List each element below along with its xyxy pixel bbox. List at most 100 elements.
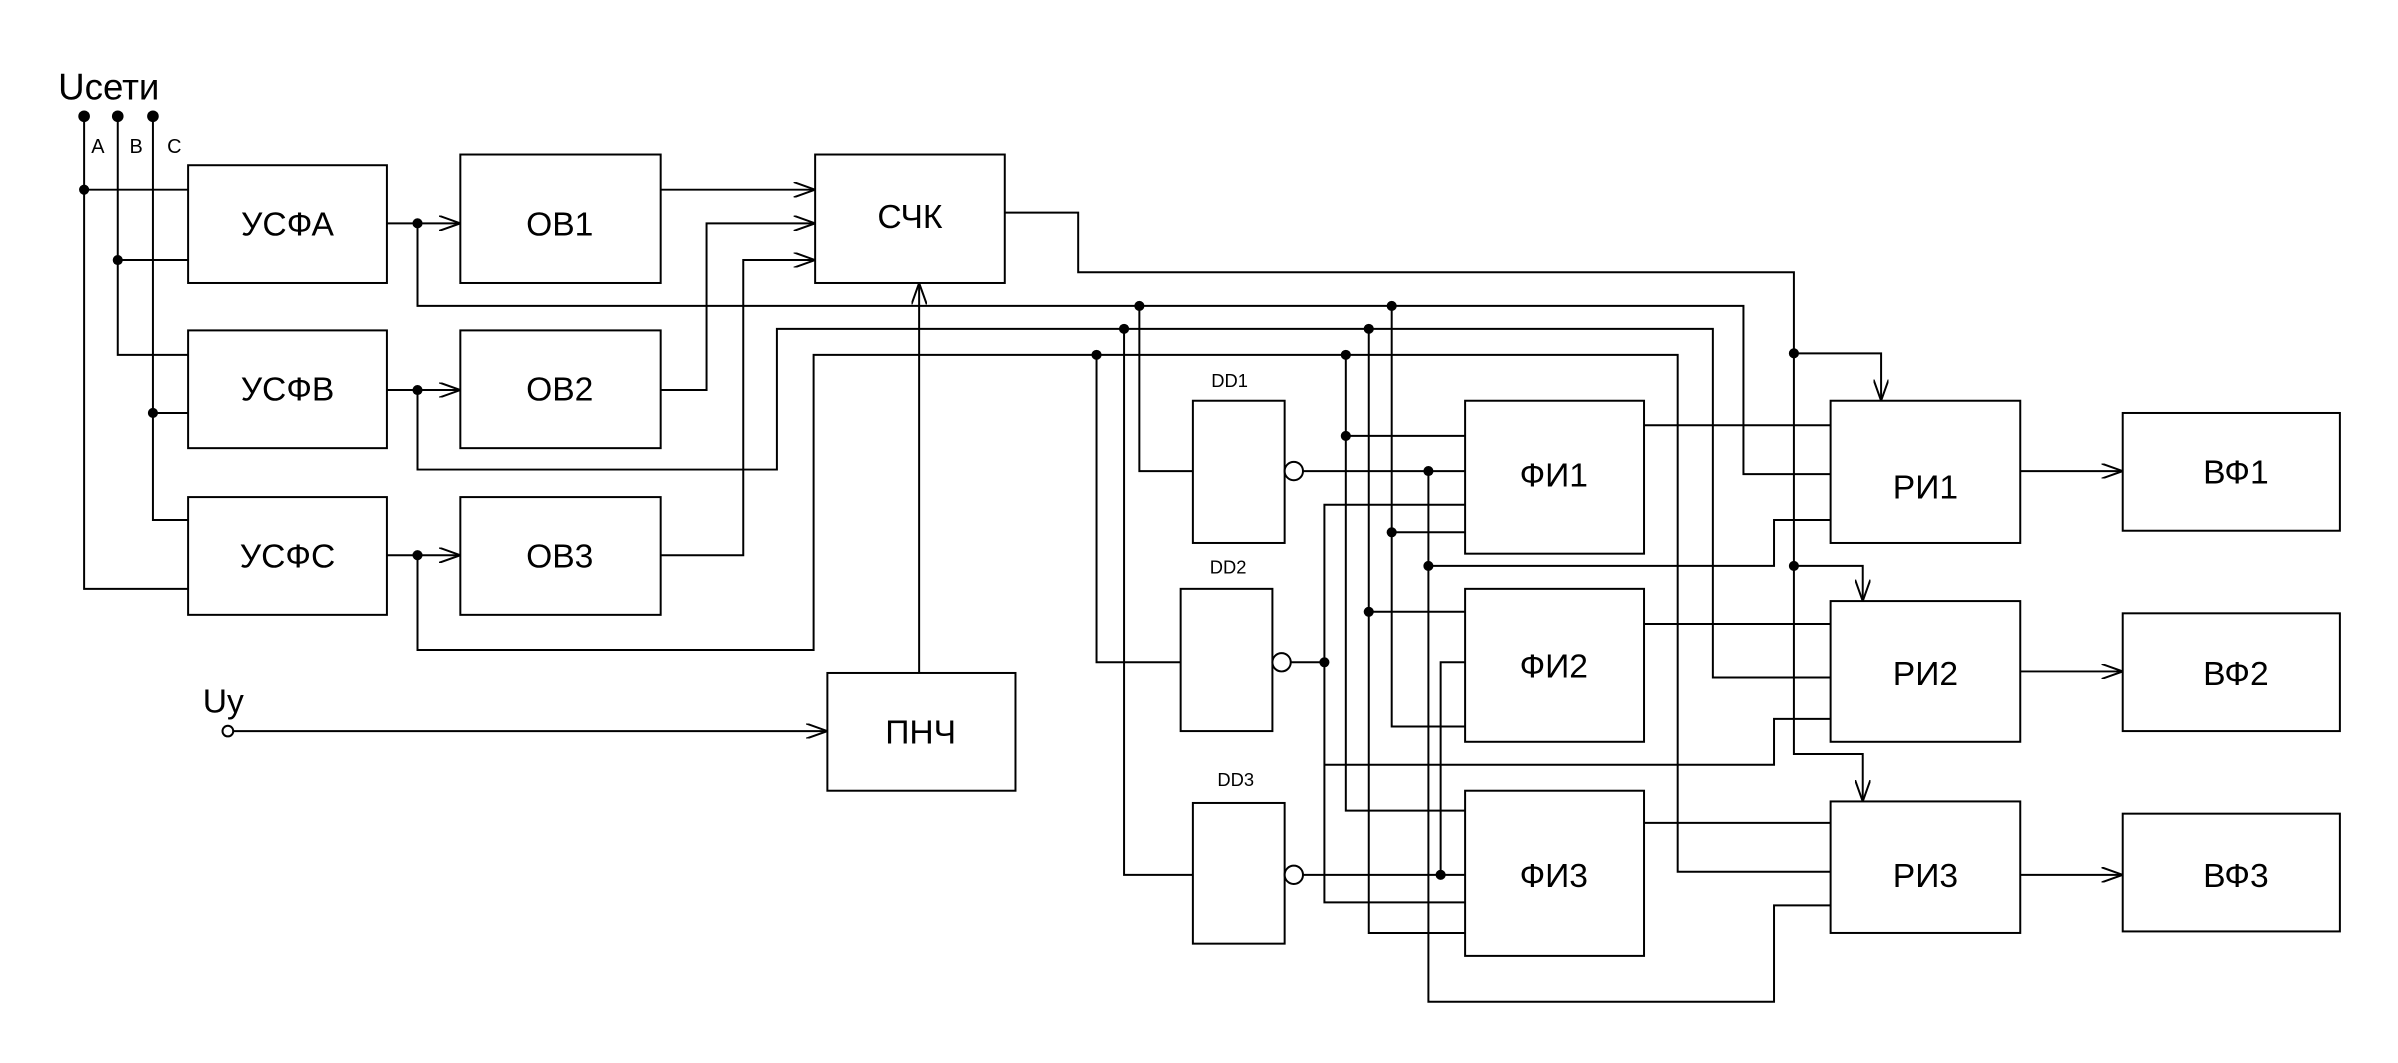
vf3-box [2121,812,2341,933]
junction-dot [112,254,123,266]
wires [83,116,2123,1003]
fi2-box [1464,587,1646,743]
junction-dot [412,550,423,561]
vf2-label: ВФ2 [2203,656,2269,693]
ov1-box [459,153,662,284]
junctions [78,110,1799,880]
control-label: Uу [203,684,244,721]
fi2-label: ФИ2 [1520,649,1588,686]
schk-label: СЧК [877,199,943,236]
arrow-schk-ri3 [1004,211,1863,802]
usfb-label: УСФВ [241,372,335,409]
junction-dot [1363,606,1374,617]
block-dd2: DD2 [1179,557,1292,733]
terminal-phase-c [147,110,159,123]
block-dd3: DD3 [1191,769,1304,945]
usfc-box [187,496,388,616]
supply-label: Uсети [58,66,159,107]
usfb-box [187,329,388,450]
ri2-label: РИ2 [1893,656,1958,693]
dd2-box [1179,587,1274,733]
wire-phase-c [151,116,189,522]
wire-bus-895 [1367,328,1466,934]
block-vf3: ВФ3 [2121,812,2341,933]
control-terminal [221,724,235,738]
ri3-label: РИ3 [1893,858,1958,895]
junction-dot [1423,466,1434,477]
vf1-label: ВФ1 [2203,454,2269,491]
block-ri1: РИ1 [1829,399,2022,544]
junction-dot [147,407,158,419]
arrow-ov3-schk [660,260,816,557]
pnch-box [826,671,1017,792]
dd3-inverter-bubble [1283,864,1304,886]
wire-phase-b [116,116,189,356]
phase-b-label: B [129,136,142,158]
block-ri2: РИ2 [1829,600,2022,743]
pnch-label: ПНЧ [885,714,956,751]
junction-dot [1119,323,1130,334]
usfa-label: УСФА [241,207,334,244]
block-pnch: ПНЧ [826,671,1017,792]
junction-dot [1423,560,1434,571]
wire-942-fi2 [1439,661,1466,875]
dd1-inverter-bubble [1283,460,1304,482]
wire-bus-880 [1344,354,1466,812]
junction-dot [1788,348,1799,359]
block-fi3: ФИ3 [1464,789,1646,957]
wire-dd2-in [1095,354,1181,664]
fi3-label: ФИ3 [1520,858,1588,895]
junction-dot [79,184,90,195]
block-fi1: ФИ1 [1464,399,1646,555]
junction-dot [1319,657,1330,668]
arrow-schk-ri1 [1793,352,1881,401]
wire-sync-b [416,327,1831,679]
wire-sync-a [416,223,1831,476]
arrow-schk-ri2 [1793,564,1863,602]
ov2-box [459,329,662,450]
junction-dot [1363,323,1374,334]
junction-dot [1435,869,1446,880]
block-dd1: DD1 [1191,370,1304,544]
terminal-phase-b [111,110,124,123]
arrow-ov2-schk [660,223,816,392]
block-ov3: ОВ3 [459,496,662,616]
dd3-label: DD3 [1217,769,1254,790]
vf3-label: ВФ3 [2203,858,2269,895]
block-vf2: ВФ2 [2121,612,2341,733]
wire-bus-866 [1323,503,1466,904]
block-ri3: РИ3 [1829,800,2022,934]
fi1-box [1464,399,1646,555]
junction-dot [1340,349,1351,360]
junction-dot [1788,560,1799,571]
fi3-box [1464,789,1646,957]
usfa-box [187,164,388,284]
wire-934-ri1 [1428,519,1831,567]
wire-dd1-in [1138,305,1193,473]
dd2-inverter-bubble [1271,652,1292,673]
wire-bus-934 [1427,471,1831,1003]
ri2-box [1829,600,2022,743]
fi1-label: ФИ1 [1520,457,1588,494]
ov3-label: ОВ3 [526,538,593,575]
dd1-box [1191,399,1286,544]
wire-866-ri2 [1324,717,1831,766]
block-usfb: УСФВ [187,329,388,450]
block-usfc: УСФС [187,496,388,616]
junction-dot [1340,430,1351,441]
block-usfa: УСФА [187,164,388,284]
junction-dot [1386,300,1397,311]
wire-dd3-in [1123,328,1193,876]
usfc-label: УСФС [240,538,336,575]
block-schk: СЧК [814,153,1006,284]
ov1-label: ОВ1 [526,207,593,244]
ov2-label: ОВ2 [526,372,593,409]
block-ov2: ОВ2 [459,329,662,450]
junction-dot [412,218,423,229]
ri3-box [1829,800,2022,934]
ri1-box [1829,399,2022,544]
dd2-label: DD2 [1210,557,1247,578]
ov3-box [459,496,662,616]
wire-sync-c [416,353,1831,873]
